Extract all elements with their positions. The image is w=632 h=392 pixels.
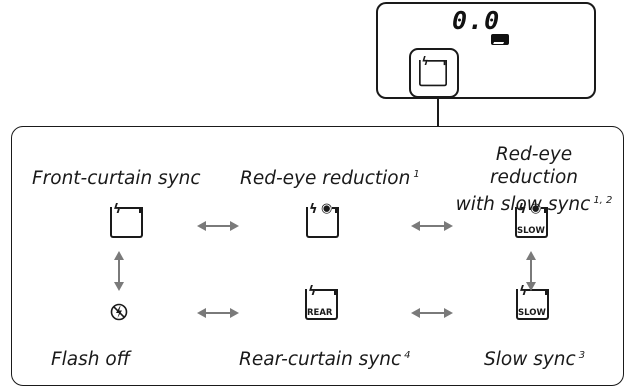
double-arrow-icon	[411, 221, 453, 231]
double-arrow-icon	[197, 221, 239, 231]
front-curtain-sync-icon: ϟ	[110, 202, 143, 238]
flash-compensation-icon	[491, 34, 509, 45]
flash-mode-cycle-panel	[11, 126, 624, 386]
slow-sync-icon: ϟ SLOW	[516, 284, 549, 320]
front-curtain-sync-icon: ϟ	[419, 56, 448, 87]
double-arrow-icon	[526, 251, 536, 291]
slow-tag: SLOW	[518, 308, 546, 318]
label-flash-off: Flash off	[51, 349, 131, 370]
flash-off-icon	[110, 303, 128, 321]
rear-tag: REAR	[307, 308, 333, 318]
lcd-flash-value: 0.0	[452, 6, 501, 35]
slow-tag: SLOW	[517, 226, 545, 236]
lcd-mode-highlight	[409, 48, 459, 98]
double-arrow-icon	[411, 308, 453, 318]
label-front-curtain-sync: Front-curtain sync	[32, 168, 201, 189]
connector-line	[437, 98, 439, 127]
red-eye-slow-sync-icon: ϟ◉ SLOW	[515, 201, 548, 238]
double-arrow-icon	[197, 308, 239, 318]
red-eye-reduction-icon: ϟ◉	[306, 201, 339, 238]
double-arrow-icon	[114, 251, 124, 291]
rear-curtain-sync-icon: ϟ REAR	[305, 284, 338, 320]
